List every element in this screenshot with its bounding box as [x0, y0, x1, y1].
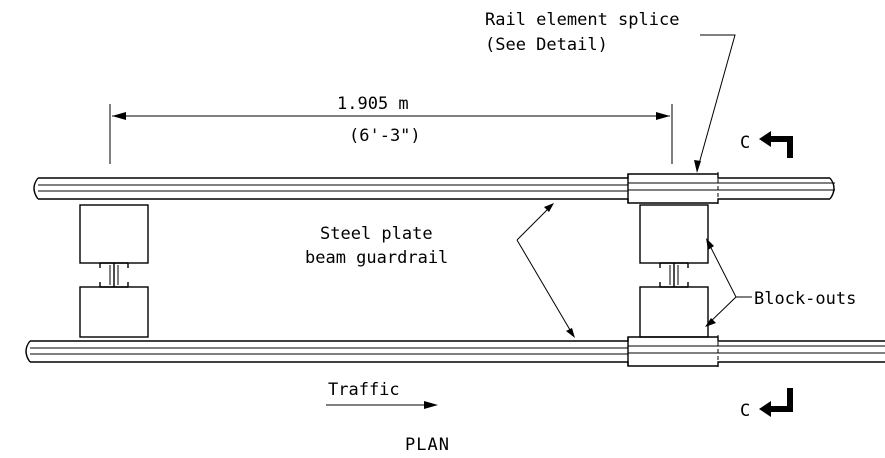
- blockouts-label: Block-outs: [754, 289, 856, 309]
- view-title: PLAN: [405, 435, 450, 455]
- dimension-metric: 1.905 m: [337, 94, 409, 114]
- left-post-assembly: [79, 204, 149, 338]
- splice-label-line1: Rail element splice: [485, 10, 679, 30]
- guardrail-label-line1: Steel plate: [320, 224, 433, 244]
- splice-label-line2: (See Detail): [485, 35, 608, 55]
- section-label-top: C: [740, 133, 750, 153]
- guardrail-label-line2: beam guardrail: [305, 248, 448, 268]
- section-label-bottom: C: [740, 401, 750, 421]
- blockouts-leaders: [705, 238, 752, 327]
- dimension-imperial: (6'-3"): [349, 126, 421, 146]
- traffic-arrow-icon: [326, 401, 438, 409]
- right-upper-blockout: [639, 204, 709, 264]
- guardrail-leaders: [516, 203, 575, 338]
- right-post-assembly: [639, 204, 709, 338]
- section-arrow-up-icon: [759, 131, 793, 158]
- right-lower-blockout: [639, 286, 709, 338]
- top-rail: [33, 172, 835, 205]
- splice-leader: [694, 34, 736, 173]
- left-lower-blockout: [79, 286, 149, 338]
- left-upper-blockout: [79, 204, 149, 264]
- section-arrow-down-icon: [759, 388, 793, 417]
- right-steel-post: [659, 262, 689, 288]
- traffic-label: Traffic: [328, 380, 400, 400]
- bottom-rail: [25, 335, 885, 368]
- left-steel-post: [99, 262, 129, 288]
- dimension-line: [109, 104, 673, 164]
